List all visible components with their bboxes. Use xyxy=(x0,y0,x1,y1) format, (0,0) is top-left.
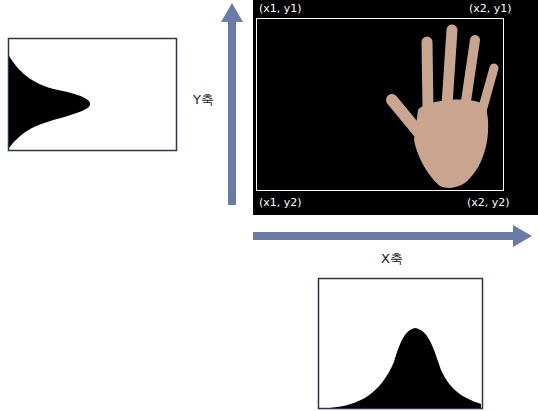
axis-label: Y축 xyxy=(192,93,215,107)
y-axis-head xyxy=(221,3,243,22)
corner-coordinate: (x2, y1) xyxy=(468,3,513,15)
y-axis-shaft xyxy=(228,20,236,205)
x-axis-shaft xyxy=(253,232,515,240)
x-projection xyxy=(330,328,481,408)
x-axis-head xyxy=(513,225,532,247)
hand xyxy=(392,30,494,188)
bounding-box xyxy=(257,19,504,191)
x-histogram-frame xyxy=(319,279,483,409)
corner-coordinate: (x2, y2) xyxy=(466,197,511,209)
axis-label: X축 xyxy=(380,252,404,266)
y-projection xyxy=(9,56,90,148)
y-histogram-frame xyxy=(9,39,177,151)
corner-coordinate: (x1, y2) xyxy=(258,197,303,209)
camera-image xyxy=(253,0,538,215)
corner-coordinate: (x1, y1) xyxy=(258,3,303,15)
